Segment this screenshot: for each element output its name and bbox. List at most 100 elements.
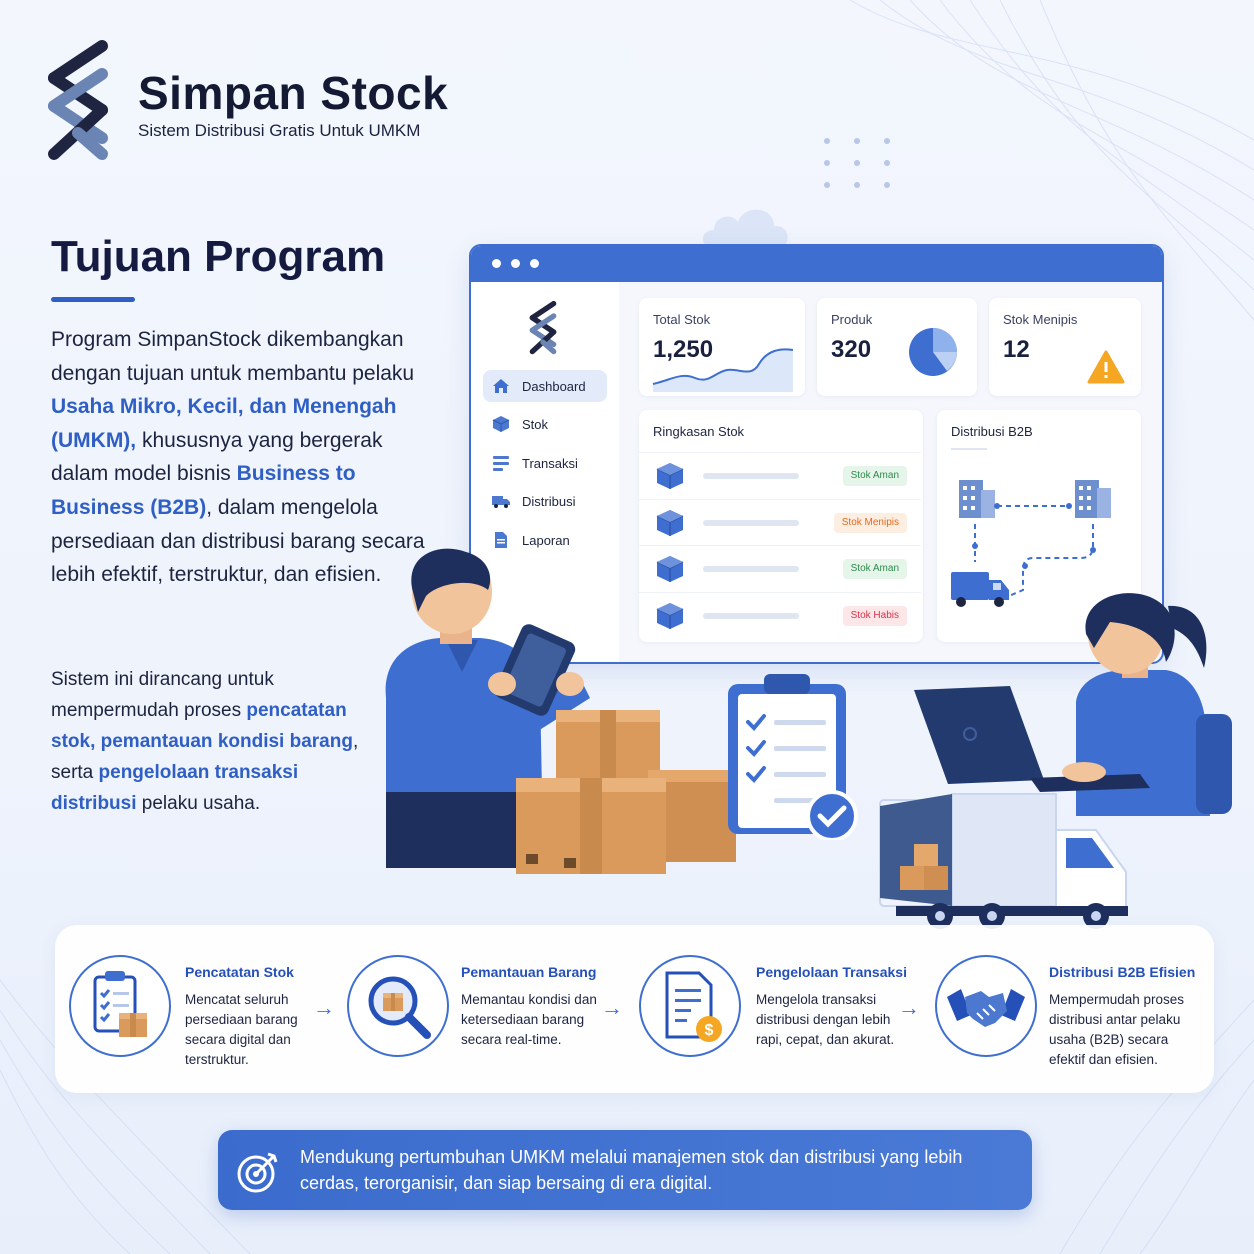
title-underline — [51, 297, 135, 302]
title-divider — [951, 448, 987, 450]
total-stok-card: Total Stok 1,250 — [639, 298, 805, 396]
feature-icon-circle — [69, 955, 171, 1057]
status-badge: Stok Habis — [842, 605, 907, 626]
body-text: pelaku usaha. — [136, 793, 261, 814]
produk-card: Produk 320 — [817, 298, 977, 396]
logo-icon — [48, 40, 108, 160]
svg-text:$: $ — [705, 1022, 714, 1039]
magnifier-box-icon — [368, 976, 431, 1039]
arrow-right-icon: → — [313, 995, 335, 1020]
box-icon — [656, 509, 684, 536]
sidebar-logo-icon — [529, 300, 557, 355]
body-text: khususnya yang bergerak dalam model bisn… — [51, 428, 383, 486]
placeholder-bar — [703, 473, 799, 479]
dashboard-window: Dashboard Stok Transaksi Distribusi Lapo… — [469, 244, 1164, 664]
distribution-route-diagram — [951, 480, 1111, 607]
feature-title: Pengelolaan Transaksi — [756, 964, 907, 980]
features-strip: Pencatatan Stok Mencatat seluruh persedi… — [55, 925, 1214, 1093]
feature-icon-circle — [347, 955, 449, 1057]
body-text: , serta — [51, 731, 359, 783]
sidebar-item-label: Transaksi — [522, 455, 578, 471]
stock-row: Stok Aman — [639, 452, 921, 498]
footer-banner: Mendukung pertumbuhan UMKM melalui manaj… — [218, 1130, 1032, 1210]
cardboard-boxes-illustration — [516, 710, 736, 874]
system-paragraph: Sistem ini dirancang untuk mempermudah p… — [51, 664, 381, 819]
banner-text: Mendukung pertumbuhan UMKM melalui manaj… — [300, 1147, 963, 1193]
feature-title: Distribusi B2B Efisien — [1049, 964, 1196, 980]
arrow-right-icon: → — [898, 995, 920, 1020]
total-stok-value: 1,250 — [653, 336, 714, 363]
decorative-dots — [824, 138, 890, 188]
building-icon — [1075, 480, 1111, 518]
body-text: , dalam mengelola persediaan dan distrib… — [51, 495, 425, 587]
sidebar-item-stok[interactable]: Stok — [483, 408, 607, 440]
handshake-icon — [947, 989, 1025, 1027]
feature-icon-circle: $ — [639, 955, 741, 1057]
highlight-text: pencatatan stok, pemantauan kondisi bara… — [51, 700, 353, 752]
highlight-text: Usaha Mikro, Kecil, dan Menengah (UMKM), — [51, 395, 397, 452]
distribusi-b2b-title: Distribusi B2B — [951, 424, 1033, 439]
brand-tagline: Sistem Distribusi Gratis Untuk UMKM — [138, 121, 421, 140]
arrow-right-icon: → — [601, 995, 623, 1020]
produk-label: Produk — [831, 312, 873, 327]
window-dot — [530, 259, 539, 268]
stock-row: Stok Menipis — [639, 498, 921, 545]
dashboard-sidebar: Dashboard Stok Transaksi Distribusi Lapo… — [471, 282, 619, 662]
woman-with-laptop-illustration — [914, 593, 1232, 816]
trend-chart-icon — [652, 348, 794, 392]
feature-description: Mempermudah proses distribusi antar pela… — [1049, 992, 1185, 1067]
highlight-text: Business to Business (B2B) — [51, 462, 356, 519]
feature-icon-circle — [935, 955, 1037, 1057]
truck-icon — [492, 496, 510, 508]
warning-icon — [1087, 350, 1125, 384]
box-icon — [656, 556, 684, 582]
feature-description: Memantau kondisi dan ketersediaan barang… — [461, 992, 597, 1047]
feature-description: Mengelola transaksi distribusi dengan le… — [756, 992, 895, 1047]
truck-icon — [951, 572, 1009, 607]
building-icon — [959, 480, 995, 518]
intro-paragraph: Program SimpanStock dikembangkan dengan … — [51, 323, 431, 592]
placeholder-bar — [703, 612, 799, 619]
body-text: Sistem ini dirancang untuk mempermudah p… — [51, 669, 274, 721]
total-stok-label: Total Stok — [653, 312, 711, 327]
sidebar-item-laporan[interactable]: Laporan — [483, 524, 607, 556]
body-text: Program SimpanStock dikembangkan dengan … — [51, 328, 415, 385]
feature-title: Pemantauan Barang — [461, 964, 597, 980]
cloud-icon — [702, 209, 788, 246]
feature-description: Mencatat seluruh persediaan barang secar… — [185, 992, 298, 1067]
status-badge: Stok Menipis — [833, 512, 907, 533]
sidebar-item-label: Laporan — [522, 532, 570, 548]
sidebar-item-transaksi[interactable]: Transaksi — [483, 447, 607, 479]
invoice-dollar-icon: $ — [665, 971, 722, 1042]
checklist-clipboard-illustration — [728, 674, 858, 840]
placeholder-bar — [703, 566, 799, 572]
produk-value: 320 — [831, 336, 872, 363]
list-icon — [493, 456, 509, 471]
placeholder-bar — [703, 519, 799, 526]
stock-row: Stok Habis — [639, 591, 921, 638]
sidebar-item-label: Dashboard — [522, 378, 586, 394]
feature-title: Pencatatan Stok — [185, 964, 294, 980]
box-icon — [656, 602, 684, 629]
document-icon — [495, 532, 507, 548]
status-badge: Stok Aman — [842, 466, 907, 486]
man-with-tablet-illustration — [385, 548, 590, 868]
window-dot — [511, 259, 520, 268]
highlight-text: pengelolaan transaksi distribusi — [51, 762, 299, 814]
section-title: Tujuan Program — [51, 232, 386, 281]
box-icon — [492, 416, 510, 432]
stok-menipis-label: Stok Menipis — [1003, 312, 1078, 327]
window-dot — [492, 259, 501, 268]
sidebar-item-dashboard[interactable]: Dashboard — [483, 370, 607, 402]
clipboard-box-icon — [93, 971, 147, 1037]
status-badge: Stok Aman — [842, 559, 907, 579]
sidebar-item-distribusi[interactable]: Distribusi — [483, 485, 607, 517]
home-icon — [493, 379, 509, 393]
sidebar-item-label: Distribusi — [522, 493, 576, 509]
delivery-truck-illustration — [879, 793, 1128, 929]
pie-chart-icon — [909, 328, 957, 376]
ringkasan-stok-title: Ringkasan Stok — [653, 424, 745, 439]
target-icon — [237, 1152, 278, 1193]
